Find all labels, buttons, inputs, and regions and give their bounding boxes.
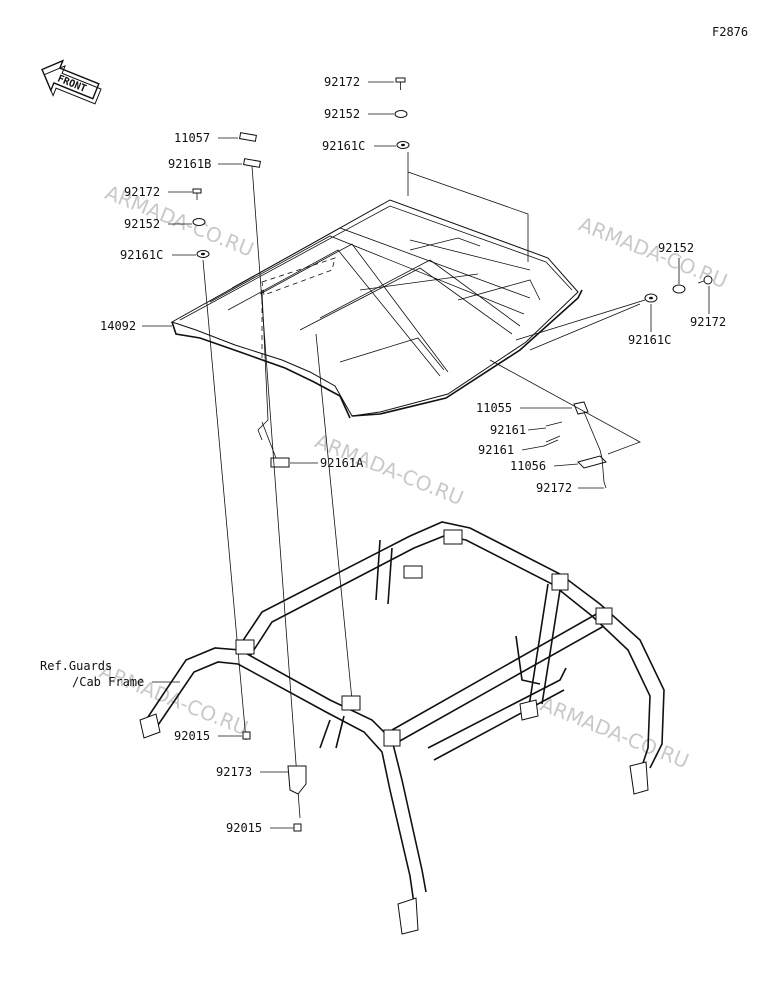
washer-icon bbox=[672, 284, 686, 294]
watermark: ARMADA-CO.RU bbox=[537, 692, 692, 773]
callout-label: 92172 bbox=[536, 481, 572, 495]
callout-label: 11057 bbox=[174, 131, 210, 145]
callout-label: 92015 bbox=[174, 729, 210, 743]
callout-label: 92152 bbox=[324, 107, 360, 121]
callout-label: 92152 bbox=[658, 241, 694, 255]
nut-icon bbox=[293, 823, 302, 832]
callout-label: 92152 bbox=[124, 217, 160, 231]
bolt-icon bbox=[395, 77, 406, 90]
callout-label: 92172 bbox=[124, 185, 160, 199]
bolt-icon bbox=[697, 275, 713, 285]
front-arrow-icon: FRONT bbox=[41, 59, 102, 105]
grommet-icon bbox=[644, 293, 658, 303]
clamp-bracket bbox=[551, 573, 569, 591]
callout-label: 14092 bbox=[100, 319, 136, 333]
bracket-92173 bbox=[287, 765, 307, 795]
pad-92161a bbox=[270, 457, 290, 468]
callout-label: 92015 bbox=[226, 821, 262, 835]
clamp-bracket bbox=[443, 529, 463, 545]
ref-note-line2: /Cab Frame bbox=[72, 675, 144, 689]
nut-icon bbox=[242, 731, 251, 740]
clamp-bracket bbox=[235, 639, 255, 655]
roof-panel bbox=[170, 199, 583, 419]
callout-label: 92161A bbox=[320, 456, 364, 470]
callout-label: 92172 bbox=[690, 315, 726, 329]
callout-label: 11055 bbox=[476, 401, 512, 415]
callout-label: 11056 bbox=[510, 459, 546, 473]
bolt-icon bbox=[192, 188, 202, 200]
clamp-bracket bbox=[595, 607, 613, 625]
callout-label: 92173 bbox=[216, 765, 252, 779]
callout-label: 92161C bbox=[120, 248, 163, 262]
callout-label: 92161 bbox=[478, 443, 514, 457]
callout-label: 92161B bbox=[168, 157, 211, 171]
clamp-bracket bbox=[341, 695, 361, 711]
washer-icon bbox=[394, 110, 408, 118]
watermark: ARMADA-CO.RU bbox=[96, 659, 251, 740]
clamp-bracket bbox=[403, 565, 423, 579]
clamp-bracket bbox=[383, 729, 401, 747]
callout-label: 92161C bbox=[628, 333, 671, 347]
plate-92161b bbox=[243, 158, 261, 168]
grommet-icon bbox=[196, 250, 210, 258]
cab-frame bbox=[139, 521, 665, 935]
callout-label: 92161C bbox=[322, 139, 365, 153]
figure-code: F2876 bbox=[712, 25, 748, 39]
callout-label: 92161 bbox=[490, 423, 526, 437]
callout-label: 92172 bbox=[324, 75, 360, 89]
bracket-assembly bbox=[543, 401, 607, 489]
washer-icon bbox=[192, 218, 206, 226]
grommet-icon bbox=[396, 141, 410, 149]
ref-note-line1: Ref.Guards bbox=[40, 659, 112, 673]
plate-11057 bbox=[239, 132, 257, 142]
